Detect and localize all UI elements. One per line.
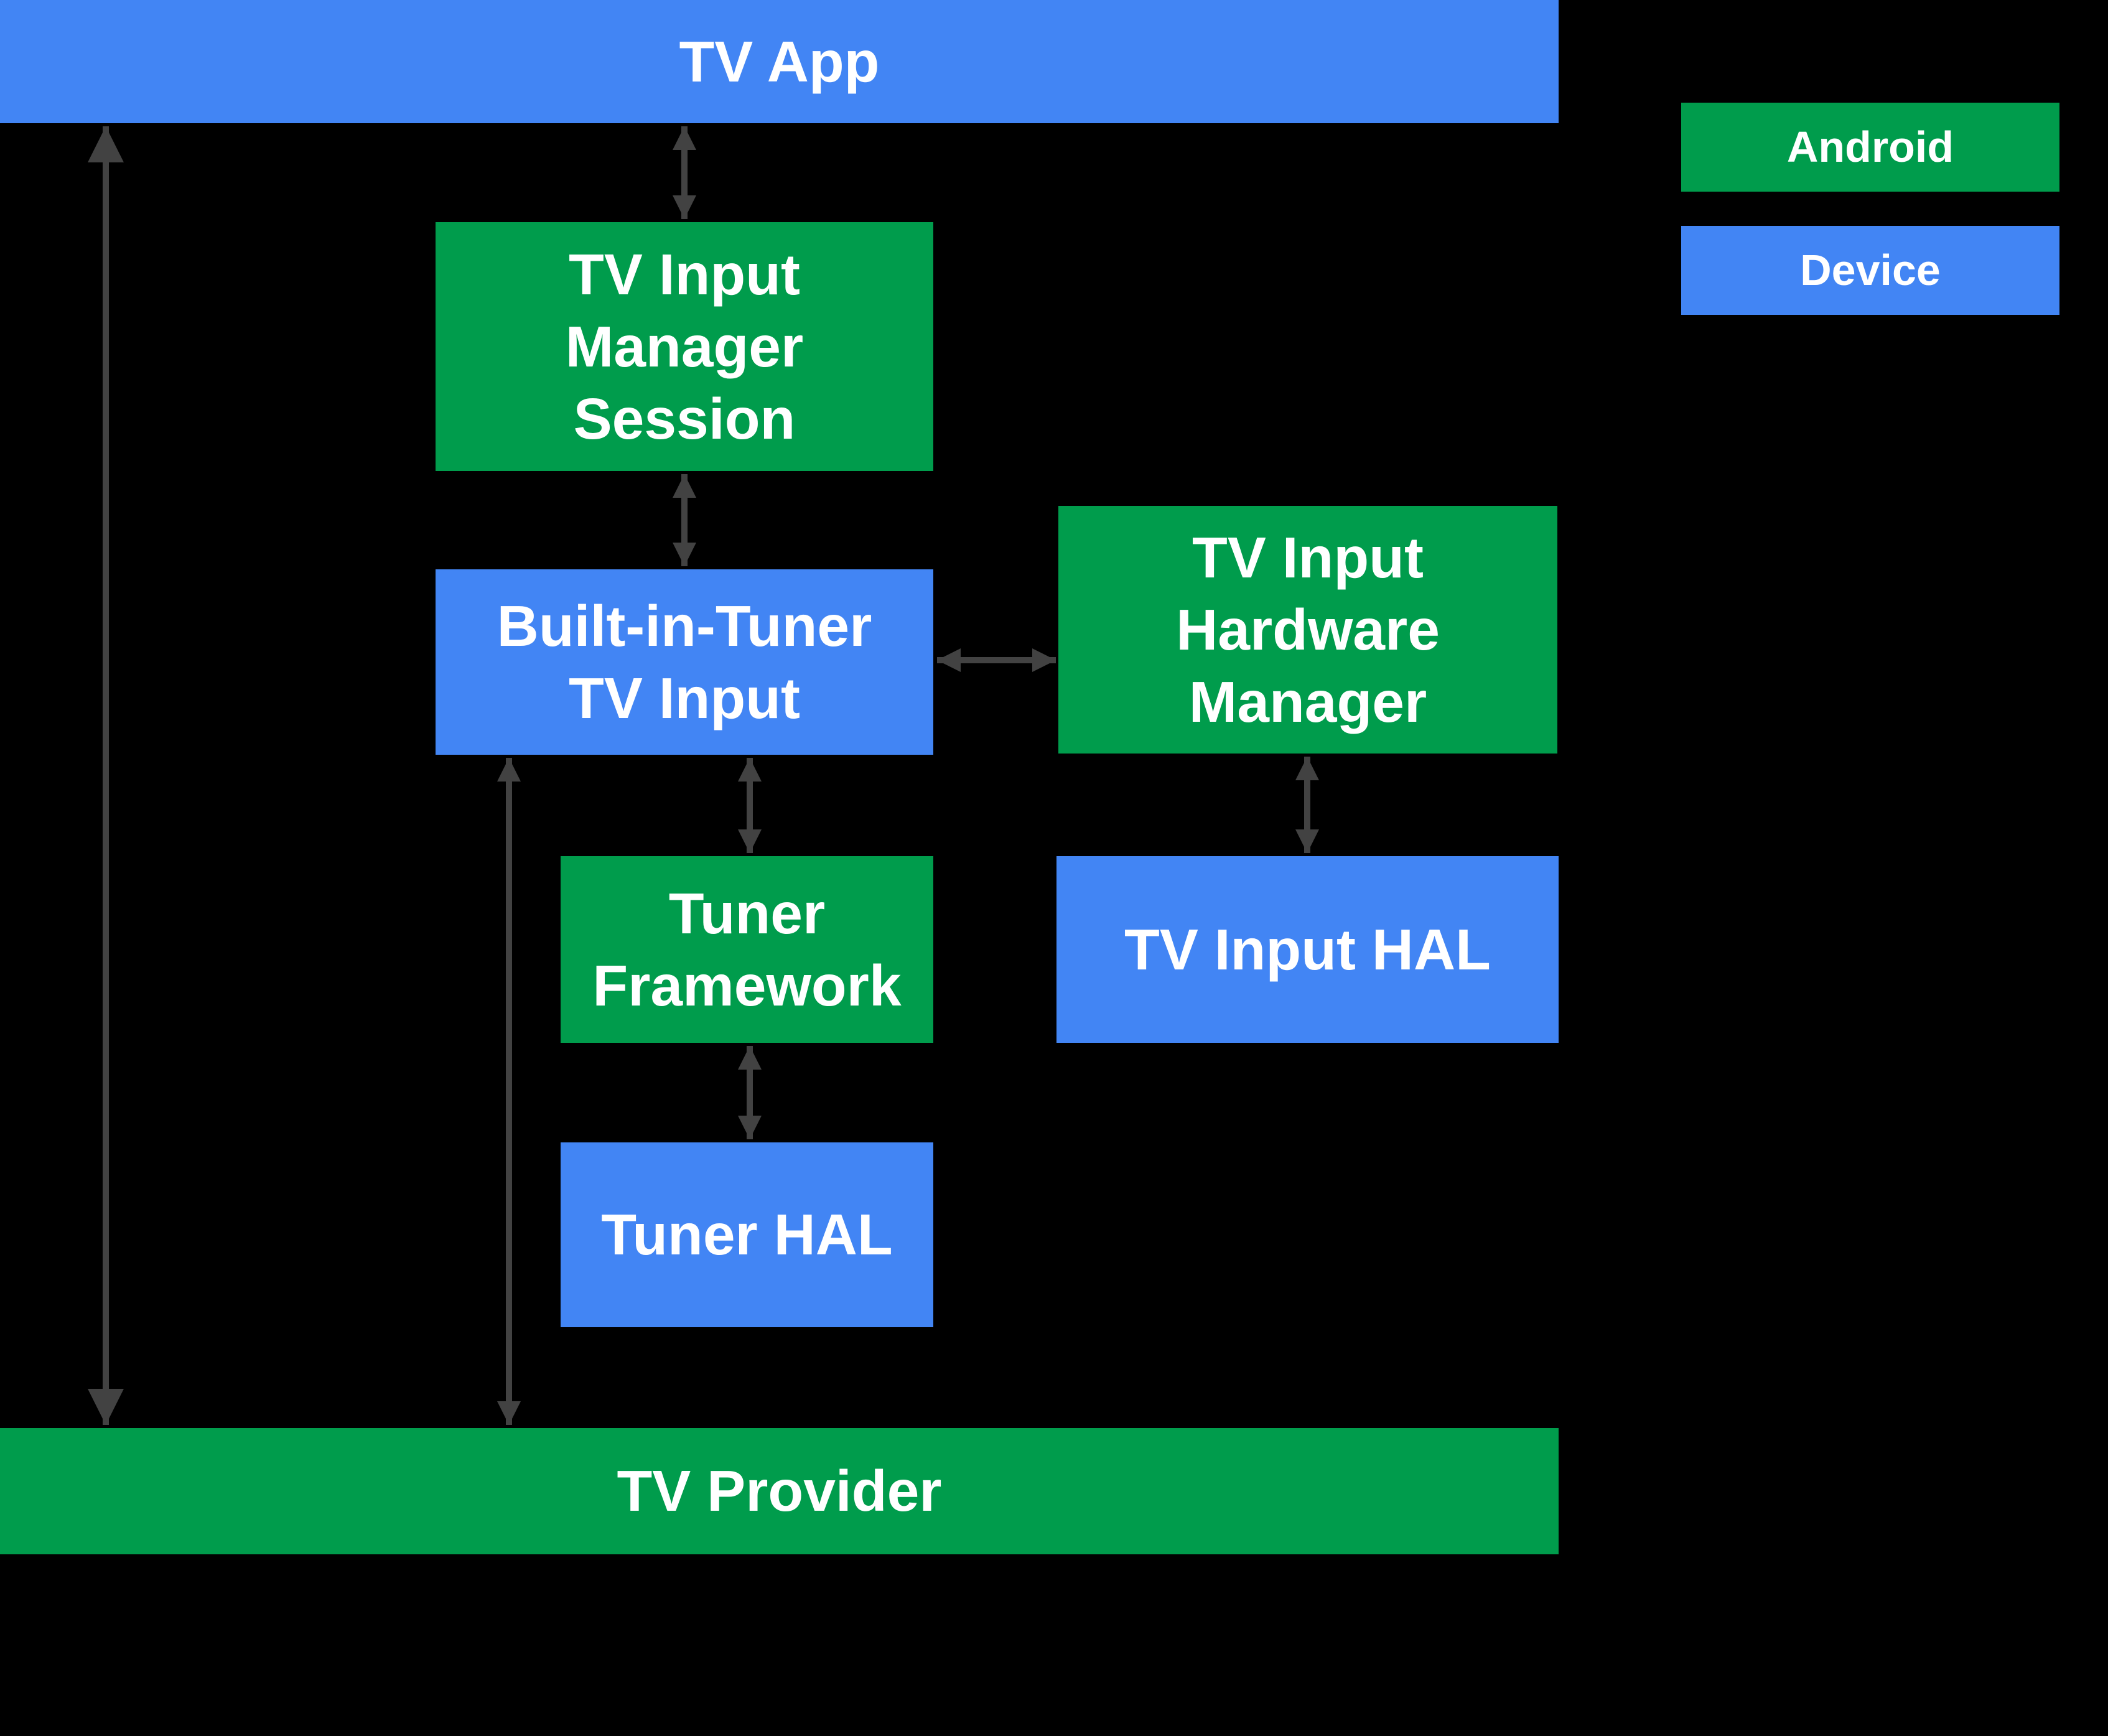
node-tuner-hal: Tuner HAL xyxy=(561,1142,933,1327)
node-tv-app: TV App xyxy=(0,0,1559,123)
node-tv-provider: TV Provider xyxy=(0,1428,1559,1554)
node-tv-input-hal: TV Input HAL xyxy=(1056,856,1559,1043)
legend-device: Device xyxy=(1681,226,2059,315)
node-tv-input-manager-session: TV Input Manager Session xyxy=(436,222,933,471)
node-tv-input-hardware-manager: TV Input Hardware Manager xyxy=(1058,506,1557,754)
legend-android: Android xyxy=(1681,103,2059,192)
node-built-in-tuner-tv-input: Built-in-Tuner TV Input xyxy=(436,569,933,755)
node-tuner-framework: Tuner Framework xyxy=(561,856,933,1043)
